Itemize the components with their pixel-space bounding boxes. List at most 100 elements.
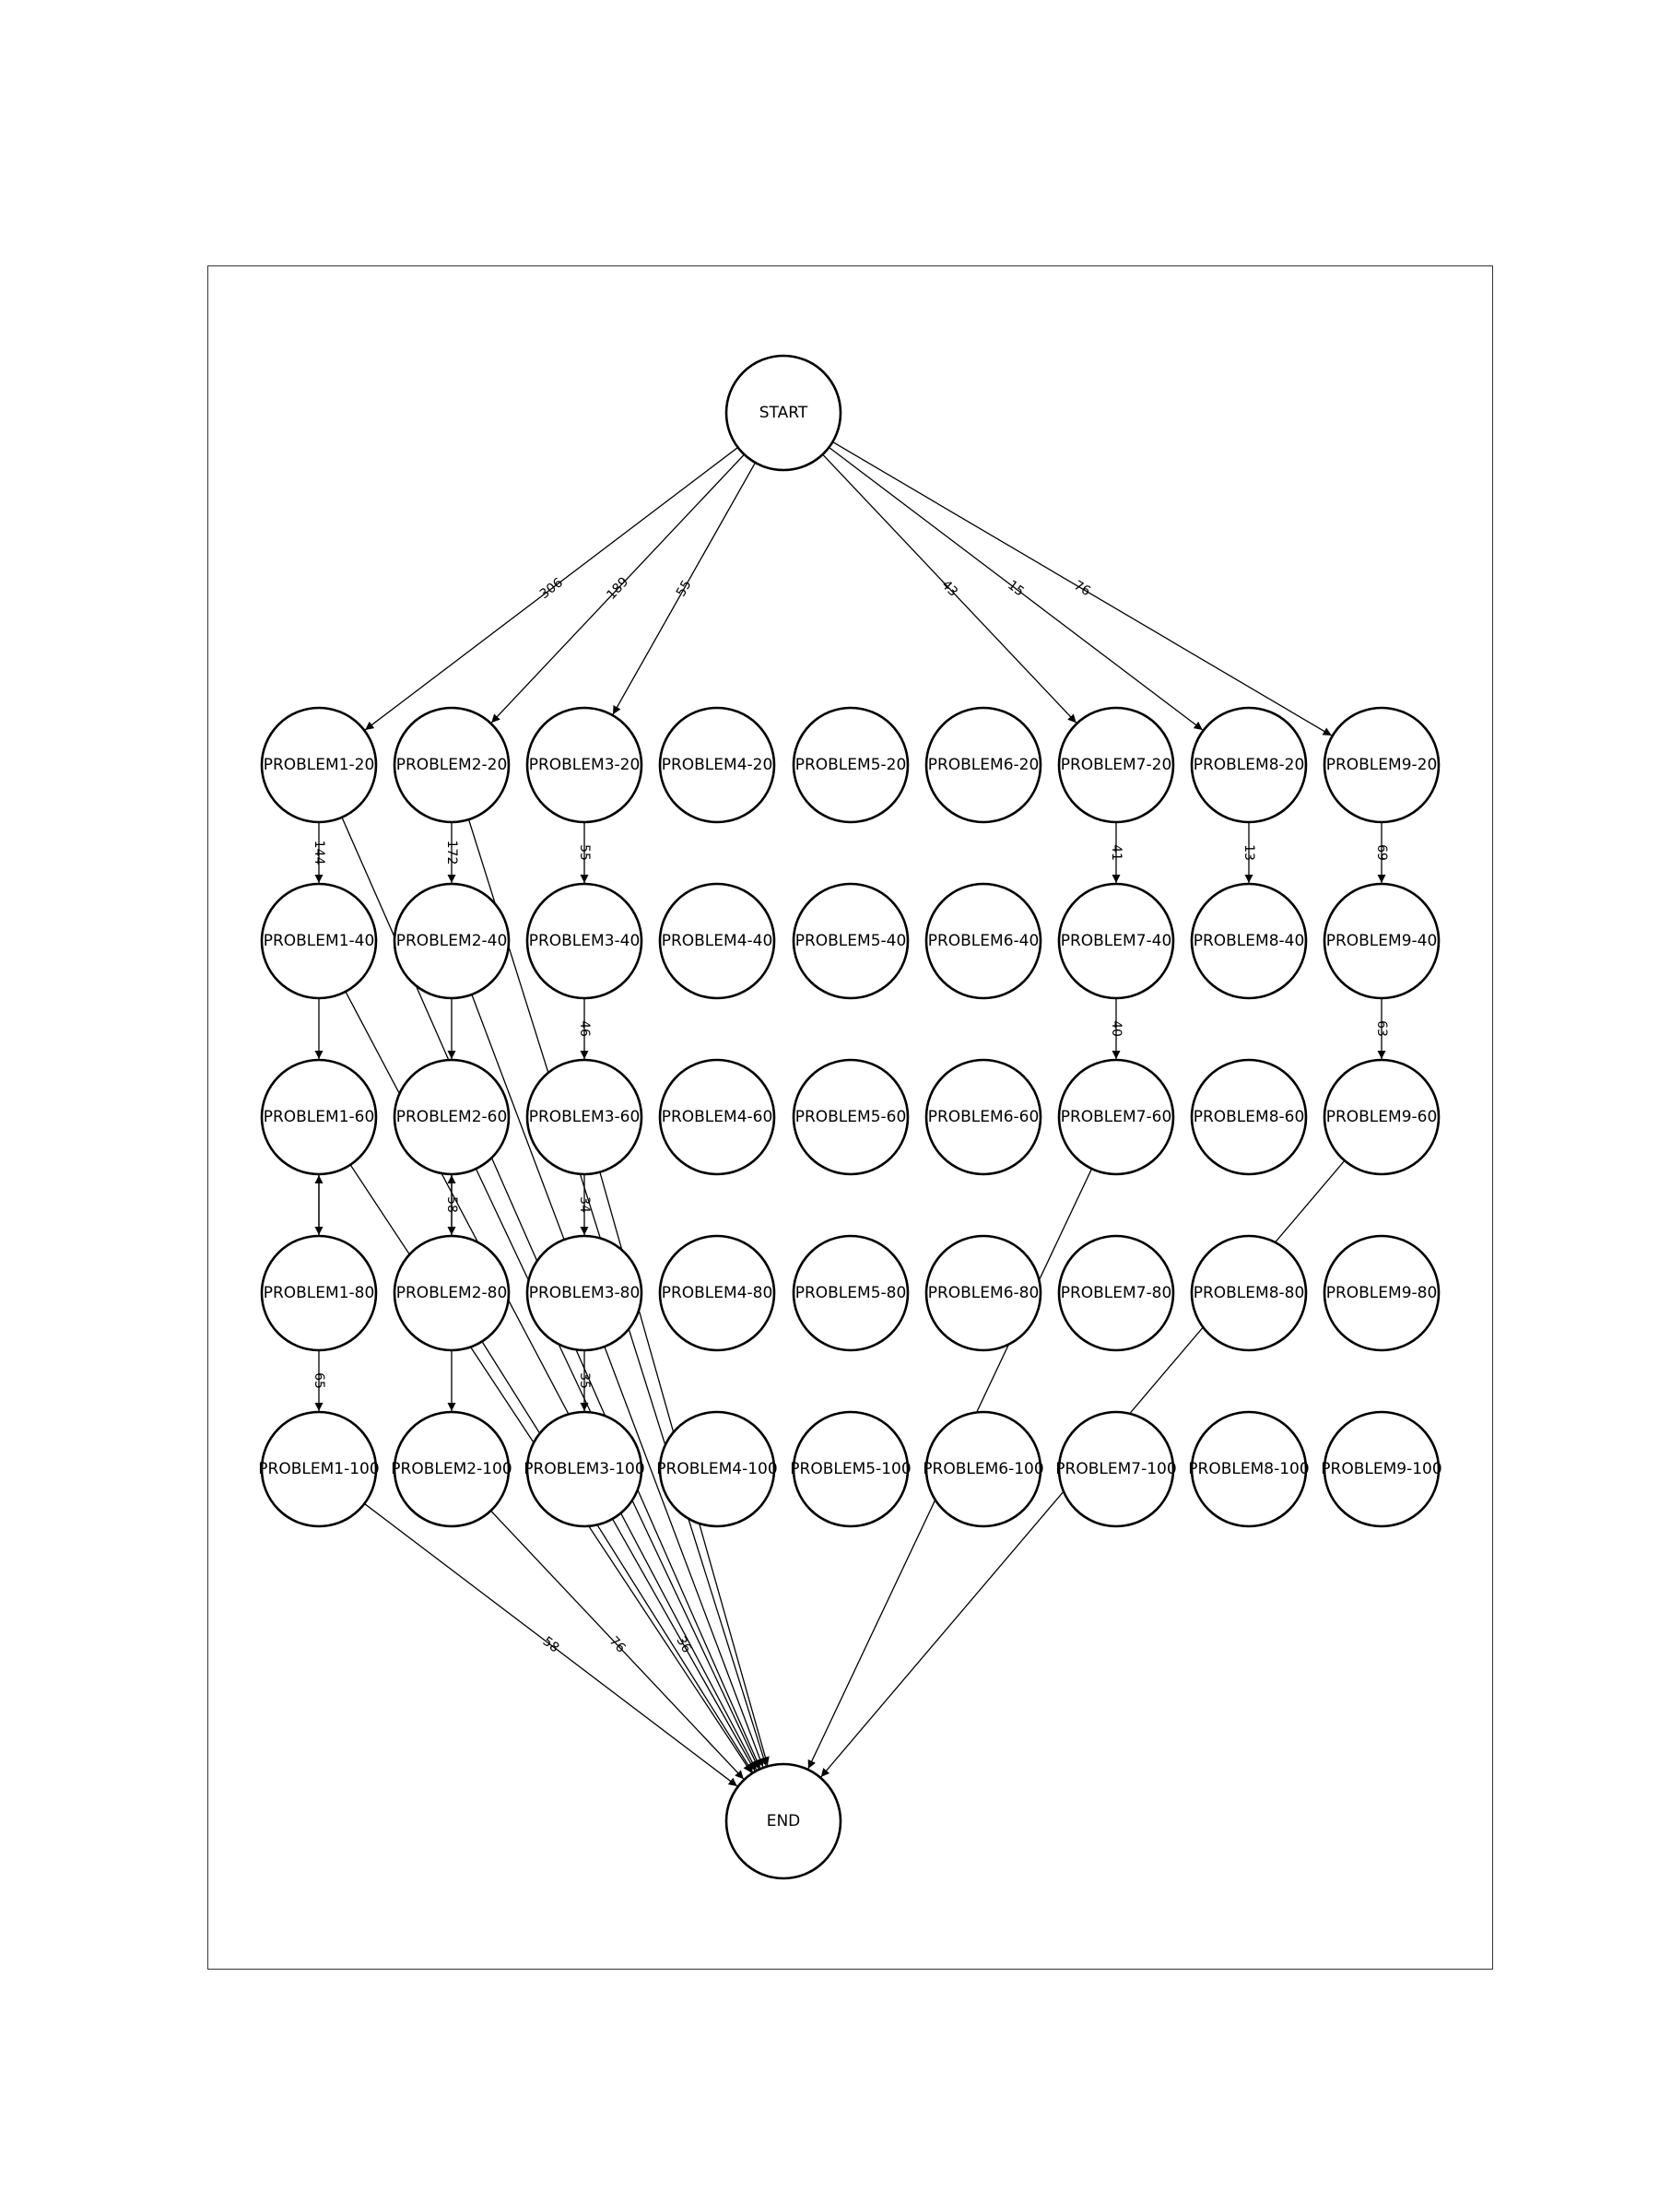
node-end: END	[724, 1762, 842, 1880]
edge-label: 65	[312, 1372, 326, 1389]
node-circle	[393, 1234, 511, 1352]
node-circle	[525, 1234, 643, 1352]
edge-label: 13	[1241, 844, 1256, 861]
node-label: PROBLEM4-80	[662, 1284, 773, 1302]
node-label: PROBLEM6-80	[928, 1284, 1040, 1302]
edge-label: 36	[673, 1634, 694, 1655]
node-circle	[260, 1058, 378, 1176]
node-p1-40: PROBLEM1-40	[260, 882, 378, 1000]
node-label: PROBLEM2-80	[396, 1284, 508, 1302]
node-circle	[1323, 1234, 1441, 1352]
node-label: PROBLEM1-40	[264, 932, 375, 950]
node-label: PROBLEM1-100	[258, 1460, 379, 1478]
node-circle	[792, 1058, 910, 1176]
edge-label: 144	[312, 841, 326, 865]
node-label: PROBLEM4-20	[662, 756, 773, 774]
node-label: PROBLEM2-40	[396, 932, 508, 950]
node-circle	[393, 1058, 511, 1176]
node-p6-100: PROBLEM6-100	[923, 1410, 1044, 1528]
edge-label: 15	[1005, 578, 1027, 600]
node-circle	[1323, 882, 1441, 1000]
node-label: PROBLEM1-20	[264, 756, 375, 774]
edge-label: 69	[1374, 844, 1389, 861]
node-label: PROBLEM7-100	[1055, 1460, 1176, 1478]
node-circle	[525, 1058, 643, 1176]
node-label: PROBLEM7-80	[1061, 1284, 1172, 1302]
node-circle	[792, 882, 910, 1000]
node-circle	[658, 882, 776, 1000]
node-label: PROBLEM3-100	[524, 1460, 644, 1478]
node-circle	[924, 882, 1042, 1000]
node-p6-80: PROBLEM6-80	[924, 1234, 1042, 1352]
node-p2-40: PROBLEM2-40	[393, 882, 511, 1000]
node-circle	[1323, 706, 1441, 824]
edge-p2-80-to-end	[481, 1341, 754, 1773]
node-label: PROBLEM8-20	[1194, 756, 1305, 774]
node-label: PROBLEM5-20	[795, 756, 907, 774]
edge-label: 35	[577, 1372, 592, 1389]
edge-start-to-p9-20	[832, 441, 1333, 736]
node-circle	[658, 1234, 776, 1352]
node-label: PROBLEM9-40	[1326, 932, 1438, 950]
node-label: PROBLEM8-60	[1194, 1108, 1305, 1126]
node-circle	[525, 706, 643, 824]
node-label: PROBLEM9-20	[1326, 756, 1438, 774]
node-p9-80: PROBLEM9-80	[1323, 1234, 1441, 1352]
edge-label: 172	[444, 841, 459, 865]
node-circle	[525, 1410, 643, 1528]
node-p5-20: PROBLEM5-20	[792, 706, 910, 824]
edge-p3-100-to-end	[611, 1518, 756, 1771]
edge-label: 40	[1109, 1020, 1124, 1037]
node-p2-100: PROBLEM2-100	[391, 1410, 512, 1528]
node-circle	[1057, 706, 1175, 824]
node-circle	[393, 1410, 511, 1528]
node-circle	[924, 706, 1042, 824]
node-circle	[260, 1234, 378, 1352]
edge-label: 41	[1109, 844, 1124, 861]
node-p9-60: PROBLEM9-60	[1323, 1058, 1441, 1176]
node-p8-100: PROBLEM8-100	[1188, 1410, 1310, 1528]
node-p4-40: PROBLEM4-40	[658, 882, 776, 1000]
node-label: PROBLEM2-60	[396, 1108, 508, 1126]
node-circle	[658, 706, 776, 824]
node-label: PROBLEM5-60	[795, 1108, 907, 1126]
node-circle	[260, 1410, 378, 1528]
node-label: PROBLEM3-40	[529, 932, 641, 950]
edge-label: 34	[577, 1196, 592, 1213]
node-circle	[1057, 882, 1175, 1000]
edge-label: 76	[1071, 578, 1093, 599]
node-circle	[792, 1410, 910, 1528]
node-p7-40: PROBLEM7-40	[1057, 882, 1175, 1000]
node-circle	[1190, 1410, 1308, 1528]
node-p7-80: PROBLEM7-80	[1057, 1234, 1175, 1352]
node-label: PROBLEM6-60	[928, 1108, 1040, 1126]
node-p7-20: PROBLEM7-20	[1057, 706, 1175, 824]
edge-label: 306	[537, 575, 566, 602]
node-p6-40: PROBLEM6-40	[924, 882, 1042, 1000]
node-p5-40: PROBLEM5-40	[792, 882, 910, 1000]
edge-start-to-p7-20	[822, 453, 1077, 724]
node-label: PROBLEM2-100	[391, 1460, 512, 1478]
edge-label: 58	[444, 1196, 459, 1213]
node-circle	[724, 1762, 842, 1880]
node-p8-40: PROBLEM8-40	[1190, 882, 1308, 1000]
node-label: PROBLEM4-100	[656, 1460, 777, 1478]
node-p8-20: PROBLEM8-20	[1190, 706, 1308, 824]
node-p1-100: PROBLEM1-100	[258, 1410, 380, 1528]
node-p7-100: PROBLEM7-100	[1055, 1410, 1177, 1528]
edge-label: 55	[577, 844, 592, 861]
node-circle	[924, 1058, 1042, 1176]
node-p3-20: PROBLEM3-20	[525, 706, 643, 824]
node-circle	[1057, 1410, 1175, 1528]
node-circle	[1057, 1234, 1175, 1352]
edge-start-to-p1-20	[364, 446, 738, 731]
node-p6-20: PROBLEM6-20	[924, 706, 1042, 824]
node-label: PROBLEM4-40	[662, 932, 773, 950]
node-p7-60: PROBLEM7-60	[1057, 1058, 1175, 1176]
node-p8-80: PROBLEM8-80	[1190, 1234, 1308, 1352]
node-circle	[260, 706, 378, 824]
node-circle	[724, 354, 842, 472]
node-p9-100: PROBLEM9-100	[1321, 1410, 1442, 1528]
